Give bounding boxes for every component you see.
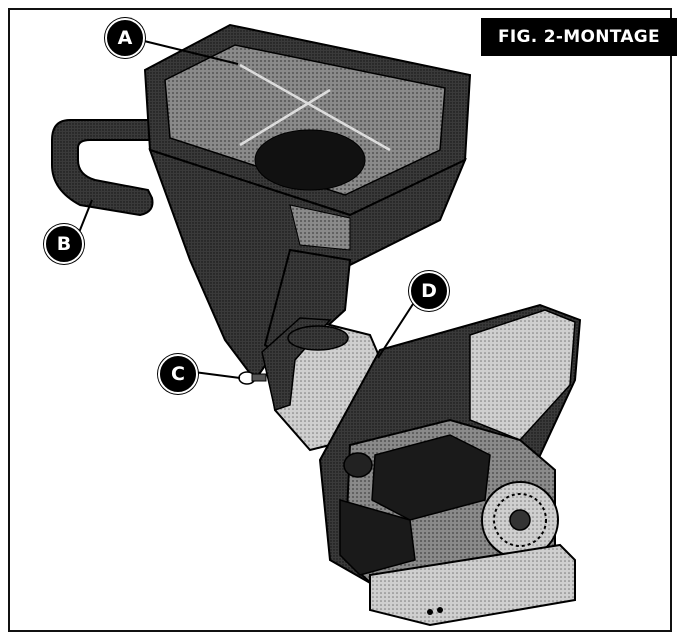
leader-line-a bbox=[139, 39, 239, 65]
callout-b-label: B bbox=[56, 233, 72, 255]
bolt bbox=[238, 371, 267, 385]
callout-d: D bbox=[409, 271, 449, 311]
leader-lines bbox=[77, 39, 414, 379]
callout-c-label: C bbox=[171, 363, 185, 385]
callout-b: B bbox=[44, 224, 84, 264]
callout-d-label: D bbox=[421, 280, 437, 302]
handle bbox=[51, 119, 154, 217]
hopper bbox=[143, 23, 472, 382]
callout-c: C bbox=[158, 354, 198, 394]
callout-a: A bbox=[105, 18, 145, 58]
figure-title-box: FIG. 2-MONTAGE bbox=[481, 18, 677, 56]
figure-title: FIG. 2-MONTAGE bbox=[498, 27, 660, 47]
engine bbox=[339, 418, 576, 627]
callout-a-label: A bbox=[117, 27, 133, 49]
leader-line-b bbox=[77, 199, 93, 236]
figure-frame bbox=[8, 8, 672, 632]
leader-line-d bbox=[377, 303, 414, 359]
leader-line-c bbox=[193, 371, 241, 379]
